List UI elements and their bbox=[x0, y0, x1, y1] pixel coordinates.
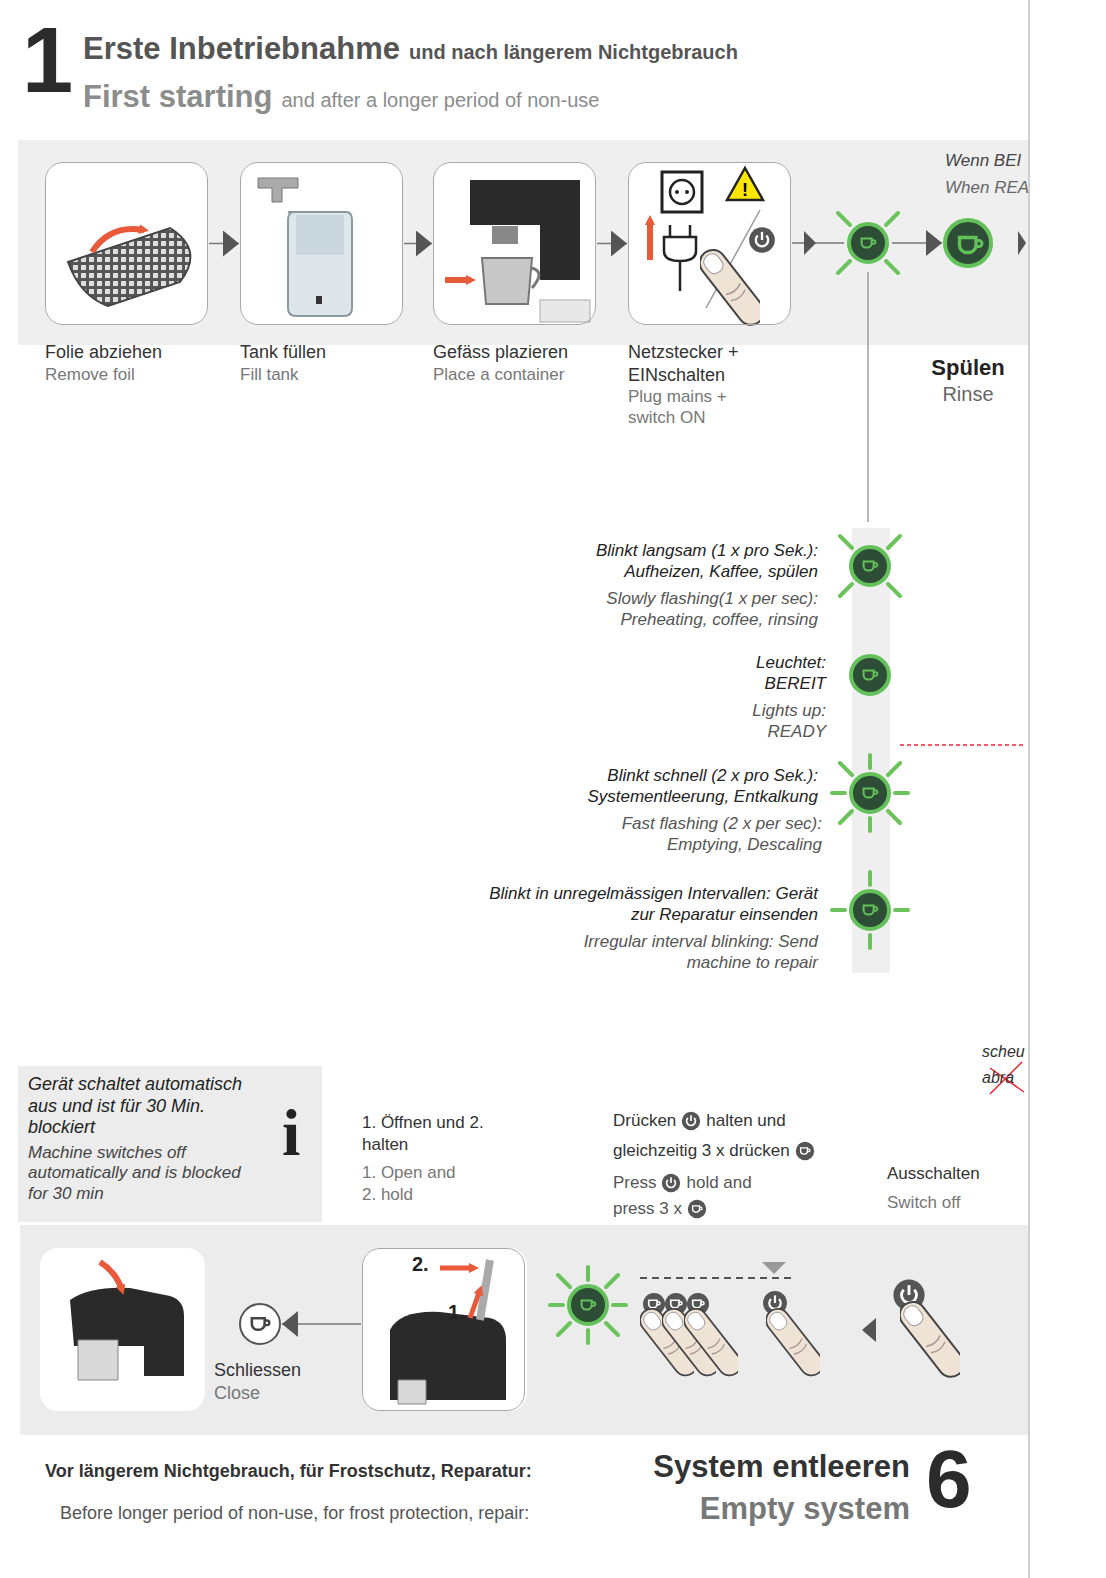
lamp-legend-text: Leuchtet: BEREIT bbox=[731, 652, 826, 695]
node-text-group: SpülenRinse bbox=[918, 354, 1018, 407]
caption-de: Spülen bbox=[918, 354, 1018, 382]
step-box: 1. Öffnen und 2. halten 1. Open and 2. ho… bbox=[362, 1112, 537, 1411]
row-text: and after a longer period of non-use bbox=[281, 88, 599, 113]
node-text-group: Folie abziehenRemove foil bbox=[45, 341, 230, 385]
indicator-node: SchliessenClose bbox=[214, 1303, 324, 1406]
note-label: Wenn BEI bbox=[945, 150, 1021, 171]
flow-arrow bbox=[282, 1323, 361, 1325]
indicator-node: SpülenRinse bbox=[918, 218, 1018, 407]
note-label: Ausschalten bbox=[887, 1163, 980, 1184]
step-frame bbox=[433, 162, 596, 325]
power-button-icon bbox=[681, 1111, 701, 1131]
note-label: i bbox=[282, 1100, 300, 1166]
step-box: Netzstecker + EINschaltenPlug mains + sw… bbox=[628, 162, 813, 429]
flow-arrow bbox=[209, 243, 239, 245]
caption-de: 1. Öffnen und 2. halten bbox=[362, 1112, 490, 1156]
note-label: 1 bbox=[22, 14, 73, 106]
caption-de: Gefäss plazieren bbox=[433, 341, 613, 364]
text-row: Press hold and bbox=[613, 1172, 752, 1193]
step-box: Tank füllenFill tank bbox=[240, 162, 425, 385]
row-text: und nach längerem Nichtgebrauch bbox=[409, 40, 738, 65]
node-text-group: Netzstecker + EINschaltenPlug mains + sw… bbox=[628, 341, 813, 429]
row-text: System entleeren bbox=[653, 1448, 910, 1487]
note-label: 2. bbox=[412, 1252, 429, 1277]
note-label: When REA bbox=[945, 177, 1029, 198]
cup-button-icon bbox=[687, 1199, 707, 1219]
row-text: Vor längerem Nichtgebrauch, für Frostsch… bbox=[45, 1460, 532, 1483]
row-text: Drücken bbox=[613, 1110, 676, 1131]
caption-en: Plug mains + switch ON bbox=[628, 386, 768, 429]
lamp-legend-text: Irregular interval blinking: Send machin… bbox=[578, 931, 818, 974]
title: Erste Inbetriebnahme bbox=[83, 30, 400, 69]
node-text-group: 1. Öffnen und 2. halten 1. Open and 2. ho… bbox=[362, 1112, 537, 1206]
text-row: Vor längerem Nichtgebrauch, für Frostsch… bbox=[45, 1448, 910, 1487]
caption-en: Fill tank bbox=[240, 364, 420, 385]
flow-arrow bbox=[597, 243, 627, 245]
lamp-legend-text: Blinkt langsam (1 x pro Sek.): Aufheizen… bbox=[538, 540, 818, 583]
text-row: Before longer period of non-use, for fro… bbox=[60, 1490, 910, 1529]
text-row: Erste Inbetriebnahme und nach längerem Ni… bbox=[83, 30, 738, 69]
step-frame bbox=[240, 162, 403, 325]
caption-en: Rinse bbox=[918, 382, 1018, 407]
lamp-legend-text: Slowly flashing(1 x per sec): Preheating… bbox=[568, 588, 818, 631]
row-text: gleichzeitig 3 x drücken bbox=[613, 1140, 790, 1161]
info-panel: Gerät schaltet automatisch aus und ist f… bbox=[22, 1068, 320, 1218]
row-text: press 3 x bbox=[613, 1198, 682, 1219]
note-label: Switch off bbox=[887, 1192, 960, 1213]
text-row: press 3 x bbox=[613, 1198, 707, 1219]
lamp-legend-text: Blinkt schnell (2 x pro Sek.): Systement… bbox=[528, 765, 818, 808]
caption-en: Place a container bbox=[433, 364, 613, 385]
text-row: gleichzeitig 3 x drücken bbox=[613, 1140, 815, 1161]
svg-text:!: ! bbox=[742, 180, 748, 200]
caption-en: Close bbox=[214, 1382, 324, 1405]
row-text: Empty system bbox=[700, 1490, 910, 1529]
caption-de: Schliessen bbox=[214, 1359, 324, 1382]
flow-arrow bbox=[404, 243, 432, 245]
node-text-group: SchliessenClose bbox=[214, 1359, 324, 1406]
note-label: 1. bbox=[448, 1300, 465, 1325]
step-box: Gefäss plazierenPlace a container bbox=[433, 162, 618, 385]
node-text-group: Gerät schaltet automatisch aus und ist f… bbox=[28, 1074, 314, 1204]
note-label: 6 bbox=[926, 1438, 972, 1520]
caption-de: Gerät schaltet automatisch aus und ist f… bbox=[28, 1074, 263, 1139]
note-label: scheu bbox=[982, 1042, 1025, 1062]
step-frame bbox=[362, 1248, 525, 1411]
lamp-legend-text: Lights up: READY bbox=[731, 700, 826, 743]
ready-lamp bbox=[943, 218, 993, 268]
node-text-group: Gefäss plazierenPlace a container bbox=[433, 341, 618, 385]
node-text-group: Tank füllenFill tank bbox=[240, 341, 425, 385]
cup-icon bbox=[246, 1310, 274, 1338]
lamp-legend-text: Blinkt in unregelmässigen Intervallen: G… bbox=[473, 883, 818, 926]
lamp-legend-text: Fast flashing (2 x per sec): Emptying, D… bbox=[587, 813, 822, 856]
caption-en: Remove foil bbox=[45, 364, 225, 385]
step-box: Folie abziehenRemove foil bbox=[45, 162, 230, 385]
row-text: Press bbox=[613, 1172, 656, 1193]
caption-de: Folie abziehen bbox=[45, 341, 225, 364]
flow-arrow bbox=[792, 242, 942, 244]
step-frame bbox=[628, 162, 791, 325]
cup-button-icon bbox=[795, 1141, 815, 1161]
note-label: abra bbox=[982, 1068, 1014, 1088]
caption-en: Machine switches off automatically and i… bbox=[28, 1143, 263, 1204]
caption-en: 1. Open and 2. hold bbox=[362, 1162, 472, 1206]
caption-de: Tank füllen bbox=[240, 341, 420, 364]
row-text: First starting bbox=[83, 78, 272, 117]
row-text: halten und bbox=[706, 1110, 785, 1131]
text-row: Drücken halten und bbox=[613, 1110, 786, 1131]
text-row: First starting and after a longer period … bbox=[83, 78, 599, 117]
caption-de: Netzstecker + EINschalten bbox=[628, 341, 778, 386]
cup-button bbox=[239, 1303, 281, 1345]
row-text: hold and bbox=[686, 1172, 751, 1193]
power-button-icon bbox=[661, 1173, 681, 1193]
step-frame bbox=[45, 162, 208, 325]
row-text: Before longer period of non-use, for fro… bbox=[60, 1502, 529, 1525]
cup-icon bbox=[952, 227, 988, 263]
